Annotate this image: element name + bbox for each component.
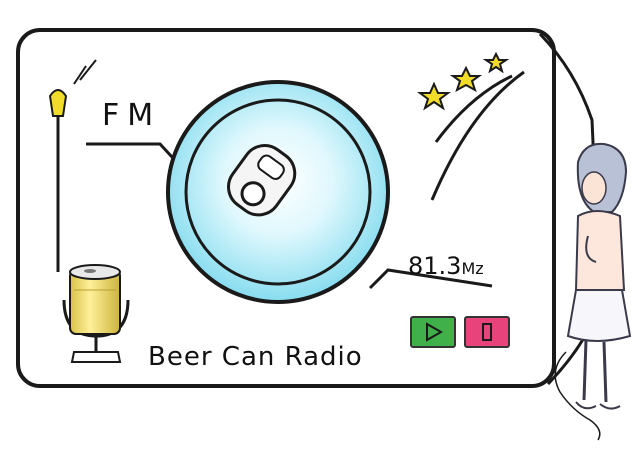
stop-icon [482, 323, 492, 341]
frequency-pointer-line [368, 268, 493, 290]
band-label: FM [102, 98, 162, 133]
antenna [48, 59, 97, 272]
girl-figure [554, 142, 632, 441]
tuning-dial [166, 80, 390, 304]
frequency-readout: 81.3Mz [408, 252, 484, 280]
play-button[interactable] [410, 316, 456, 348]
stars-decoration [417, 51, 525, 201]
frequency-unit: Mz [461, 259, 484, 278]
frequency-value: 81.3 [408, 252, 462, 280]
radio-title: Beer Can Radio [148, 342, 363, 372]
stop-button[interactable] [464, 316, 510, 348]
beer-can-mic [62, 264, 130, 363]
play-icon [426, 322, 444, 342]
